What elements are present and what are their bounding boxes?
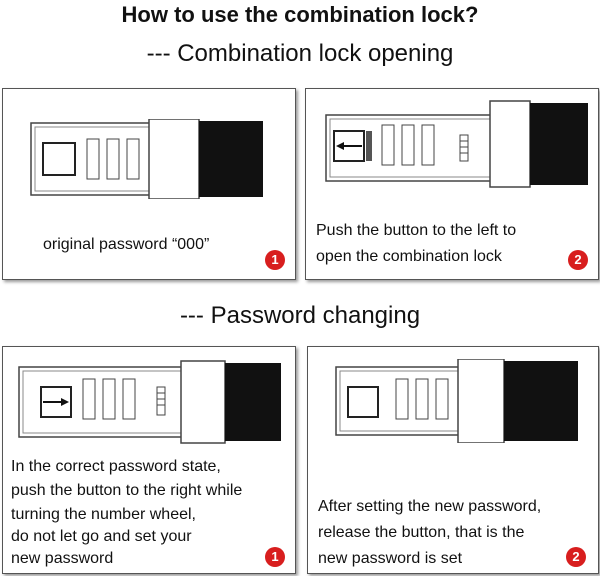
- page-title: How to use the combination lock?: [121, 2, 479, 27]
- lock-illustration: [335, 359, 578, 443]
- panel-caption-line-2: push the button to the right while: [11, 482, 243, 499]
- section-heading-changing: --- Password changing: [179, 302, 421, 329]
- panel-caption-line-3: turning the number wheel,: [11, 506, 196, 523]
- lock-illustration: [30, 119, 263, 199]
- step-badge: 2: [566, 547, 586, 567]
- panel-password-set: After setting the new password, release …: [307, 346, 599, 574]
- panel-change-password: In the correct password state, push the …: [2, 346, 296, 574]
- panel-caption-line-1: Push the button to the left to: [316, 222, 517, 239]
- section-heading-opening: --- Combination lock opening: [146, 40, 454, 67]
- panel-caption-line-4: do not let go and set your: [11, 528, 192, 545]
- lock-illustration: [325, 100, 588, 188]
- arrow-right-icon: [43, 398, 69, 406]
- lock-illustration: [18, 360, 281, 444]
- arrow-left-icon: [336, 142, 362, 150]
- panel-caption-line-5: new password: [11, 550, 114, 567]
- panel-caption-line-1: After setting the new password,: [318, 498, 542, 515]
- panel-caption-line-1: In the correct password state,: [11, 458, 221, 475]
- panel-caption: original password “000”: [43, 236, 210, 253]
- panel-caption-line-2: open the combination lock: [316, 248, 502, 265]
- button-icon: [42, 142, 76, 176]
- panel-caption-line-2: release the button, that is the: [318, 524, 525, 541]
- panel-caption-line-3: new password is set: [318, 550, 463, 567]
- panel-original-password: original password “000” 1: [2, 88, 296, 280]
- step-badge: 1: [265, 250, 285, 270]
- panel-open-lock: Push the button to the left to open the …: [305, 88, 599, 280]
- step-badge: 2: [568, 250, 588, 270]
- dial-wheel-icon: [86, 138, 140, 180]
- step-badge: 1: [265, 547, 285, 567]
